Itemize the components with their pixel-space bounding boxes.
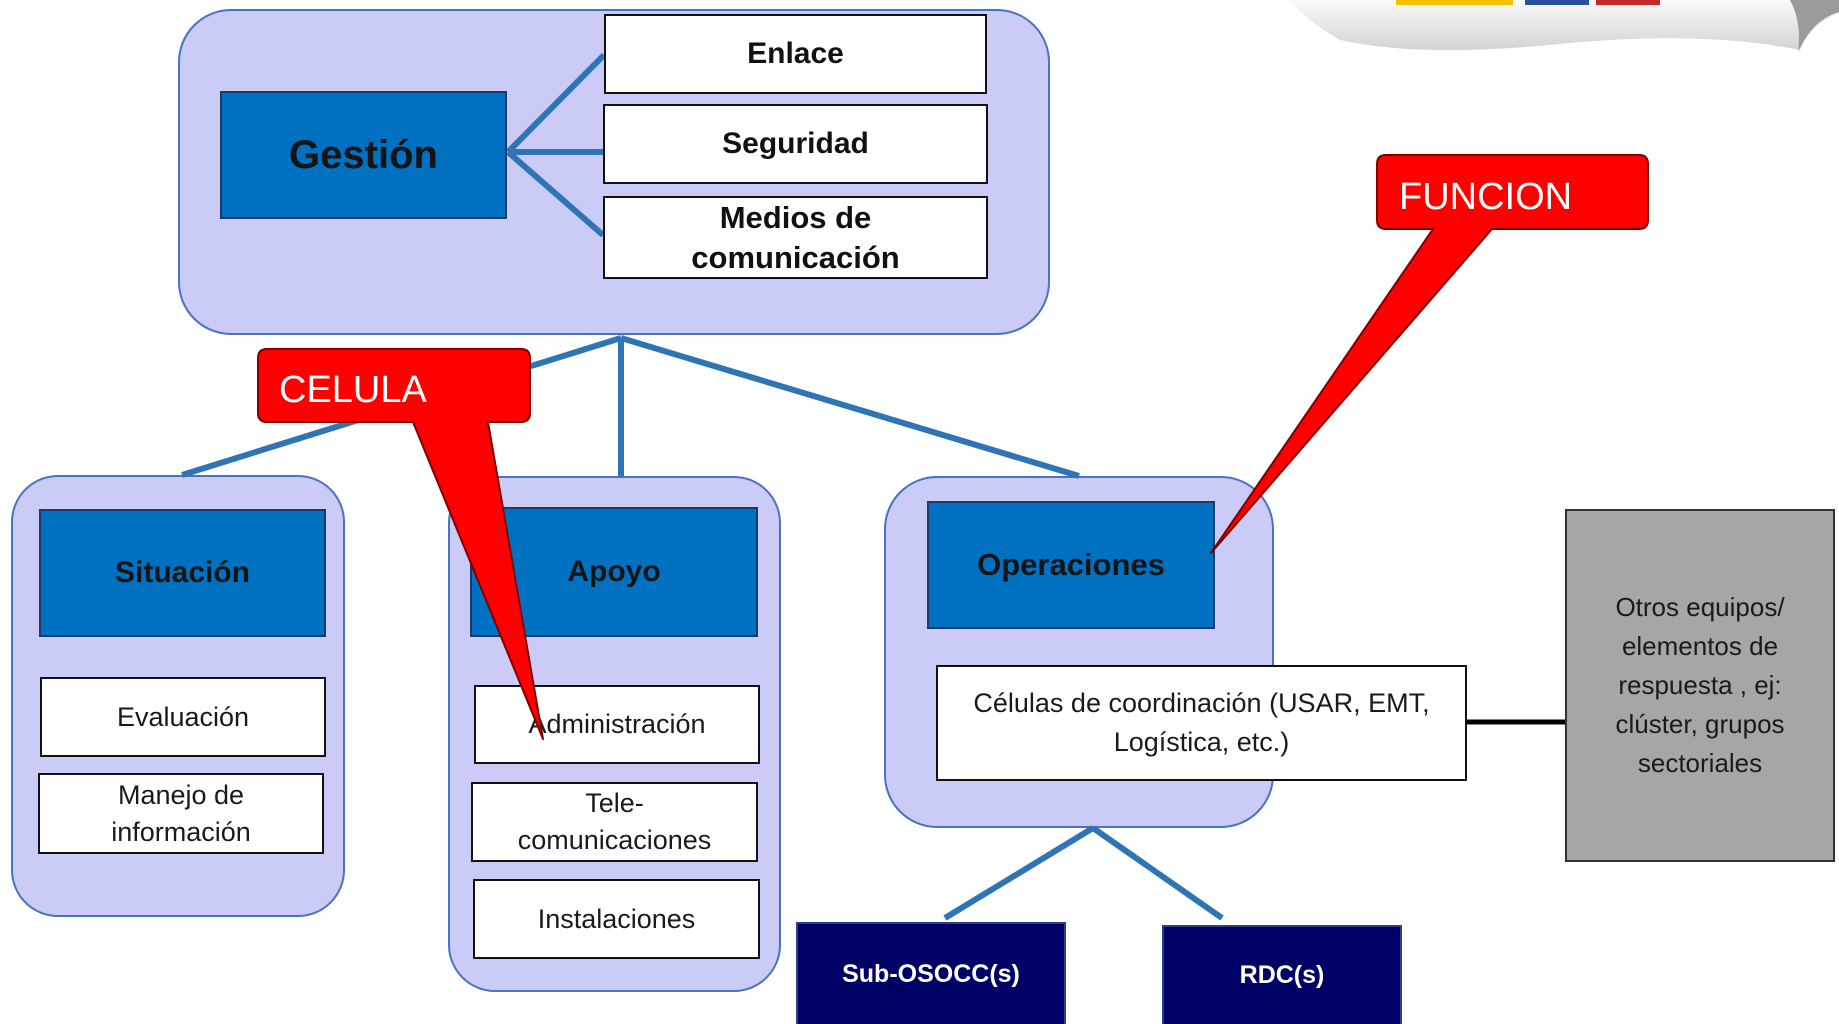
operations-header-box: Operaciones	[927, 501, 1215, 629]
sub-osocc-label: Sub-OSOCC(s)	[842, 959, 1020, 988]
connector-operations-rdc	[1091, 825, 1224, 921]
situation-item-evaluation: Evaluación	[40, 677, 326, 757]
callout-function-label: FUNCION	[1399, 176, 1572, 218]
support-item-administration: Administración	[474, 685, 760, 764]
connector-management-liaison	[505, 52, 607, 155]
other-response-box: Otros equipos/ elementos de respuesta , …	[1565, 509, 1835, 862]
unit-security-box: Seguridad	[603, 104, 988, 184]
sub-osocc-box: Sub-OSOCC(s)	[796, 922, 1066, 1024]
situation-item-information: Manejo de información	[38, 773, 324, 854]
unit-security-label: Seguridad	[722, 127, 869, 160]
operations-item-coordination-cells-label: Células de coordinación (USAR, EMT, Logí…	[973, 688, 1430, 757]
support-item-facilities: Instalaciones	[473, 879, 760, 959]
other-response-label: Otros equipos/ elementos de respuesta , …	[1615, 592, 1785, 778]
operations-item-coordination-cells: Células de coordinación (USAR, EMT, Logí…	[936, 665, 1467, 781]
unit-liaison-label: Enlace	[747, 37, 844, 70]
logo-swoosh	[1290, 0, 1839, 51]
support-item-administration-label: Administración	[528, 709, 706, 739]
management-box: Gestión	[220, 91, 507, 219]
unit-media-label: Medios de comunicación	[691, 199, 900, 275]
rdc-label: RDC(s)	[1239, 961, 1325, 989]
support-item-telecommunications: Tele- comunicaciones	[471, 782, 758, 862]
connector-management-media	[506, 149, 605, 238]
connector-hub-operations	[620, 335, 1080, 479]
logo-curl	[1790, 0, 1839, 52]
support-item-telecommunications-label: Tele- comunicaciones	[517, 788, 712, 855]
situation-item-information-label: Manejo de información	[111, 779, 251, 847]
support-title: Apoyo	[567, 555, 661, 588]
rdc-box: RDC(s)	[1162, 925, 1402, 1024]
callout-cell-shape	[257, 348, 544, 740]
situation-header-box: Situación	[39, 509, 326, 637]
unit-liaison-box: Enlace	[604, 14, 987, 94]
operations-title: Operaciones	[977, 547, 1165, 583]
callout-function-shape	[1210, 154, 1649, 554]
support-item-facilities-label: Instalaciones	[537, 903, 696, 934]
management-title: Gestión	[289, 133, 438, 177]
logo-stripe-red	[1596, 0, 1660, 5]
situation-item-evaluation-label: Evaluación	[116, 701, 250, 732]
callout-cell-label: CELULA	[279, 369, 427, 411]
logo-stripe-blue	[1525, 0, 1589, 5]
connector-operations-sub-osocc	[943, 825, 1095, 921]
situation-title: Situación	[114, 556, 250, 589]
logo-stripe-yellow	[1396, 0, 1513, 5]
unit-media-box: Medios de comunicación	[603, 196, 988, 279]
